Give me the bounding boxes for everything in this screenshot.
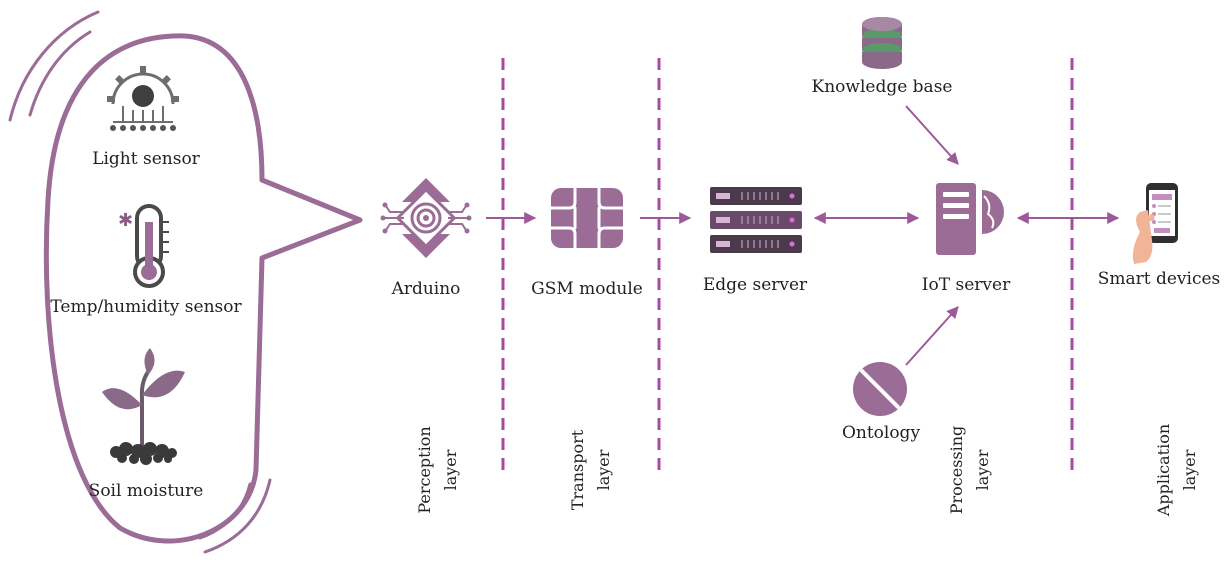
transport-layer-label: Transport layer <box>568 429 613 510</box>
server-rack-icon <box>710 187 802 253</box>
processing-layer-line2: layer <box>973 449 992 490</box>
sim-card-icon <box>549 186 625 250</box>
processing-layer-label: Processing layer <box>947 426 992 515</box>
database-icon <box>862 17 902 69</box>
sensor-bubble <box>43 33 363 544</box>
soil-moisture-label: Soil moisture <box>89 481 204 501</box>
arrow-knowledge-iot <box>905 105 959 165</box>
transport-layer-line2: layer <box>594 449 613 490</box>
swoosh-bottom-outer <box>203 478 272 554</box>
edge-server-label: Edge server <box>703 275 808 295</box>
temp-sensor-label: Temp/humidity sensor <box>50 297 242 317</box>
perception-layer-label: Perception layer <box>415 426 460 513</box>
perception-layer-line2: layer <box>441 449 460 490</box>
arrow-ontology-iot <box>905 306 959 366</box>
swoosh-top-inner <box>28 30 92 117</box>
knowledge-base-label: Knowledge base <box>812 77 953 97</box>
light-sensor-icon <box>107 66 179 131</box>
perception-layer-line1: Perception <box>415 426 434 513</box>
arduino-label: Arduino <box>391 279 461 299</box>
application-layer-line1: Application <box>1154 424 1173 517</box>
smartphone-hand-icon <box>1132 183 1178 264</box>
ontology-label: Ontology <box>842 423 921 443</box>
plant-icon <box>102 348 185 465</box>
transport-layer-line1: Transport <box>568 429 587 510</box>
chip-icon <box>380 178 472 258</box>
swoosh-top-outer <box>8 10 100 122</box>
light-sensor-label: Light sensor <box>92 149 200 169</box>
application-layer-label: Application layer <box>1154 424 1199 517</box>
swoosh-bottom-inner <box>198 482 252 540</box>
iot-server-label: IoT server <box>922 275 1011 295</box>
svg-text:✱: ✱ <box>118 210 133 231</box>
ontology-icon <box>853 362 907 416</box>
gsm-module-label: GSM module <box>531 279 643 299</box>
thermometer-icon: ✱ <box>118 204 169 288</box>
processing-layer-line1: Processing <box>947 426 966 515</box>
iot-server-icon <box>936 183 1004 255</box>
application-layer-line2: layer <box>1180 449 1199 490</box>
smart-devices-label: Smart devices <box>1098 269 1221 289</box>
